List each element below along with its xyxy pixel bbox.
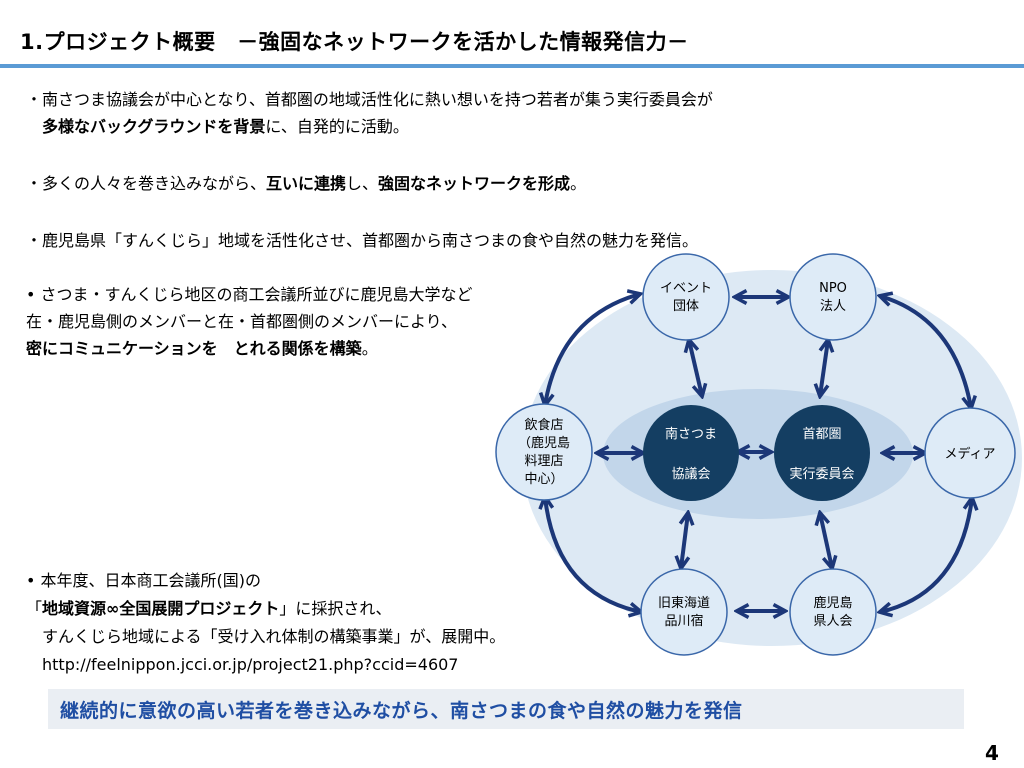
- node-restaurant: 飲食店 （鹿児島 料理店 中心）: [495, 403, 593, 501]
- node-event-label-2: 団体: [673, 299, 699, 314]
- bullet-5-line-2: 「地域資源∞全国展開プロジェクト」に採択され、: [26, 595, 392, 622]
- bullet-4-line-3: 密にコミュニケーションを とれる関係を構築。: [26, 335, 378, 362]
- bullet-4-line-2: 在・鹿児島側のメンバーと在・首都圏側のメンバーにより、: [26, 312, 458, 331]
- node-event: イベント 団体: [642, 253, 730, 341]
- node-shutoken-label-2: 実行委員会: [789, 466, 854, 482]
- bullet-1-line-2: 多様なバックグラウンドを背景に、自発的に活動。: [42, 113, 409, 140]
- summary-banner: 継続的に意欲の高い若者を巻き込みながら、南さつまの食や自然の魅力を発信: [48, 689, 964, 729]
- bullet-2-mid: し、: [346, 174, 379, 193]
- node-kenjinkai-label-1: 鹿児島: [813, 595, 852, 611]
- bullet-5-emphasis: 地域資源∞全国展開プロジェクト: [42, 599, 280, 618]
- arrow-minamisatsuma-kyutokaido: [681, 513, 688, 568]
- node-shutoken-label-1: 首都圏: [802, 427, 841, 442]
- bullet-2: ・多くの人々を巻き込みながら、互いに連携し、強固なネットワークを形成。: [26, 170, 586, 197]
- title-underline: [0, 64, 1024, 68]
- page-number: 4: [985, 741, 999, 765]
- arrow-npo-shutoken: [820, 340, 828, 396]
- bullet-4-emphasis: 密にコミュニケーションを とれる関係を構築: [26, 339, 362, 358]
- node-minamisatsuma-label-2: 協議会: [671, 467, 710, 482]
- bullet-2-emphasis-1: 互いに連携: [266, 174, 347, 193]
- node-npo-label-2: 法人: [820, 299, 846, 314]
- node-kyutokaido-label-1: 旧東海道: [658, 595, 710, 611]
- bullet-5-line-1: • 本年度、日本商工会議所(国)の: [26, 571, 262, 590]
- node-minamisatsuma-label-1: 南さつま: [665, 426, 717, 442]
- node-restaurant-label-2: （鹿児島: [518, 435, 570, 451]
- node-kyutokaido-label-2: 品川宿: [664, 613, 703, 629]
- node-event-label-1: イベント: [660, 281, 712, 296]
- node-npo: NPO 法人: [789, 253, 877, 341]
- bullet-1-line-1: ・南さつま協議会が中心となり、首都圏の地域活性化に熱い想いを持つ若者が集う実行委…: [26, 90, 713, 109]
- bullet-4-line-3-rest: 。: [361, 339, 378, 358]
- bullet-5-line-2-rest: 」に採択され、: [279, 599, 392, 618]
- node-kenjinkai-label-2: 県人会: [813, 614, 852, 629]
- arrow-event-minamisatsuma: [689, 340, 702, 396]
- bullet-4-line-1: • さつま・すんくじら地区の商工会議所並びに鹿児島大学など: [26, 285, 473, 304]
- arrow-npo-media: [880, 296, 971, 408]
- bullet-2-emphasis-2: 強固なネットワークを形成: [378, 174, 571, 193]
- bullet-5-bracket-open: 「: [26, 599, 43, 618]
- node-npo-label-1: NPO: [819, 281, 847, 296]
- bullet-3: ・鹿児島県「すんくじら」地域を活性化させ、首都圏から南さつまの食や自然の魅力を発…: [26, 231, 699, 250]
- node-shutoken: 首都圏 実行委員会: [774, 405, 870, 501]
- node-restaurant-label-3: 料理店: [524, 454, 563, 469]
- bullet-1-emphasis: 多様なバックグラウンドを背景: [42, 117, 266, 136]
- summary-banner-text: 継続的に意欲の高い若者を巻き込みながら、南さつまの食や自然の魅力を発信: [60, 700, 743, 722]
- slide-title: 1.プロジェクト概要 －強固なネットワークを活かした情報発信力－: [20, 30, 689, 54]
- bullet-5-line-3: すんくじら地域による「受け入れ体制の構築事業」が、展開中。: [42, 627, 506, 646]
- arrow-restaurant-kyutokaido: [545, 497, 641, 612]
- node-media: メディア: [924, 407, 1016, 499]
- arrow-event-restaurant: [545, 294, 640, 405]
- node-restaurant-label-1: 飲食店: [524, 417, 563, 433]
- arrow-media-kenjinkai: [880, 498, 972, 612]
- bullet-2-post: 。: [570, 174, 587, 193]
- node-media-label: メディア: [944, 446, 995, 462]
- node-kyutokaido: 旧東海道 品川宿: [640, 568, 728, 656]
- bullet-1-line-2-rest: に、自発的に活動。: [265, 117, 409, 136]
- bullet-2-pre: ・多くの人々を巻き込みながら、: [26, 174, 267, 193]
- node-minamisatsuma: 南さつま 協議会: [643, 405, 739, 501]
- node-kenjinkai: 鹿児島 県人会: [789, 568, 877, 656]
- project-url-link[interactable]: http://feelnippon.jcci.or.jp/project21.p…: [42, 655, 459, 674]
- arrow-shutoken-kenjinkai: [820, 513, 832, 568]
- node-restaurant-label-4: 中心）: [524, 472, 563, 487]
